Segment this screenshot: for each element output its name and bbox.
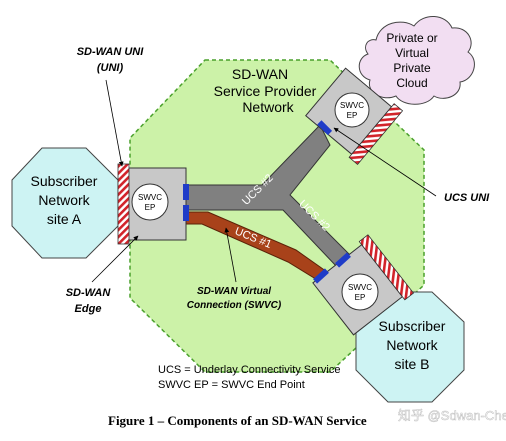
cloud-label-line2: Virtual: [395, 46, 429, 60]
swvc-callout-line2: Connection (SWVC): [187, 300, 282, 311]
provider-network-label-line3: Network: [242, 99, 294, 115]
legend-line1: UCS = Underlay Connectivity Service: [158, 364, 341, 376]
uni-callout-line1: SD-WAN UNI: [77, 46, 145, 58]
right-top-swvc-ep-label: SWVC EP: [340, 101, 364, 120]
cloud-label: Private or Virtual Private Cloud: [386, 31, 437, 90]
subscriber-site-b: [355, 291, 465, 403]
subscriber-b-line3: site B: [394, 356, 429, 372]
swvc-callout-line1: SD-WAN Virtual: [197, 286, 271, 297]
right-top-swvc-label-line1: SWVC: [340, 101, 364, 110]
ucs-uni-bar: [317, 120, 333, 136]
subscriber-b-line2: Network: [386, 337, 438, 353]
ucs-uni-bar: [335, 252, 351, 268]
right-top-swvc-ep: [334, 92, 370, 128]
ucs-uni-bar: [183, 184, 189, 200]
swvc-callout-label: SD-WAN Virtual Connection (SWVC): [187, 286, 282, 311]
right-bottom-swvc-label-line1: SWVC: [348, 283, 372, 292]
provider-network-label-line2: Service Provider: [214, 83, 317, 99]
uni-callout-label: SD-WAN UNI (UNI): [77, 46, 145, 74]
left-swvc-label-line2: EP: [145, 203, 156, 212]
subscriber-site-a-label: Subscriber Network site A: [31, 173, 98, 227]
subscriber-a-line1: Subscriber: [31, 173, 98, 189]
left-swvc-ep-label: SWVC EP: [138, 193, 162, 212]
private-cloud: [358, 16, 475, 105]
subscriber-b-line1: Subscriber: [379, 318, 446, 334]
right-bottom-swvc-ep-label: SWVC EP: [348, 283, 372, 302]
edge-callout-label: SD-WAN Edge: [66, 287, 112, 315]
left-swvc-label-line1: SWVC: [138, 193, 162, 202]
cloud-label-line3: Private: [393, 61, 431, 75]
right-top-uni-hatch: [348, 103, 404, 165]
edge-callout-line2: Edge: [75, 303, 102, 315]
subscriber-a-line3: site A: [47, 211, 82, 227]
uni-callout-line2: (UNI): [97, 62, 124, 74]
cloud-label-line4: Cloud: [396, 76, 427, 90]
ucs-uni-bar: [183, 205, 189, 221]
subscriber-site-a: [11, 147, 119, 259]
ucs-uni-callout-line: [333, 127, 437, 197]
legend-line2: SWVC EP = SWVC End Point: [158, 379, 305, 391]
right-bottom-swvc-label-line2: EP: [355, 293, 366, 302]
edge-callout-line: [91, 235, 139, 283]
right-bottom-swvc-ep: [341, 273, 379, 311]
swvc-callout-line: [224, 227, 237, 283]
provider-network-label-line1: SD-WAN: [232, 66, 288, 82]
provider-network-label: SD-WAN Service Provider Network: [214, 66, 317, 115]
ucs-uni-bar: [313, 268, 329, 284]
right-bottom-uni-hatch: [358, 234, 415, 301]
edge-callout-line1: SD-WAN: [66, 287, 112, 299]
left-swvc-ep: [131, 183, 169, 221]
subscriber-site-b-label: Subscriber Network site B: [379, 318, 446, 372]
watermark: 知乎 @Sdwan-Cheap: [398, 408, 506, 423]
ucs-uni-callout-label: UCS UNI: [444, 192, 490, 204]
cloud-label-line1: Private or: [386, 31, 437, 45]
legend: UCS = Underlay Connectivity Service SWVC…: [158, 364, 341, 391]
left-uni-hatch: [117, 163, 130, 245]
figure-caption: Figure 1 – Components of an SD-WAN Servi…: [108, 413, 367, 428]
right-top-swvc-label-line2: EP: [347, 111, 358, 120]
uni-callout-line: [105, 79, 124, 167]
ucs2-tunnel: [185, 124, 351, 269]
subscriber-a-line2: Network: [38, 192, 90, 208]
